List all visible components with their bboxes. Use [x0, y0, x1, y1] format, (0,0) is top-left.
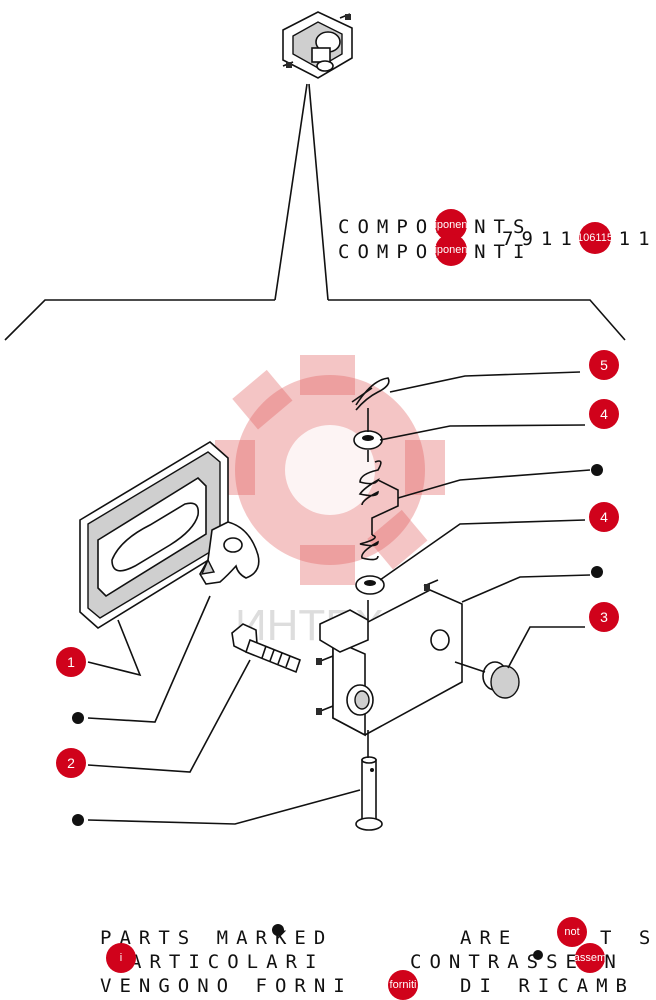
- callout-dot-spring: [591, 464, 603, 476]
- callout-5-label: 5: [600, 357, 608, 373]
- callout-2-badge: [56, 748, 86, 778]
- footer-overlay-not-text: not: [564, 926, 579, 938]
- callout-1-badge: [56, 647, 86, 677]
- overlay-badge-en: [435, 209, 467, 241]
- overlay-badge-part-text: 106115: [577, 232, 613, 244]
- header-text: COMPONENTS COMPONENTI 7911061115 iponen …: [338, 209, 656, 266]
- part-number: 7911061115: [502, 228, 656, 250]
- footer-overlay-i: [106, 943, 136, 973]
- callout-4b-label: 4: [600, 509, 608, 525]
- part-gasket-frame: [79, 441, 229, 629]
- explode-connector-lines: [4, 83, 626, 341]
- footer-overlay-assem-text: assem: [574, 952, 606, 964]
- components-en-label: COMPONENTS: [338, 216, 532, 238]
- footer-line2-left: ARTICOLARI: [130, 951, 324, 973]
- callout-4b-badge: [589, 502, 619, 532]
- top-assembly-thumbnail: [282, 11, 353, 79]
- callout-dot-pin: [72, 814, 84, 826]
- footer-overlay-forniti: [388, 970, 418, 1000]
- overlay-badge-it-text: iponen: [434, 244, 467, 256]
- footer-overlay-forniti-text: forniti: [390, 979, 417, 991]
- footer-line1-end: T S: [600, 927, 656, 949]
- footer-line2-right: CONTRASSEGN: [410, 951, 624, 973]
- callout-4a-badge: [589, 399, 619, 429]
- part-washer-lower: [355, 575, 385, 595]
- footer-overlay-i-text: i: [120, 952, 122, 964]
- callout-dot-hook: [72, 712, 84, 724]
- watermark-gear-logo: ИНТЕХ: [215, 355, 445, 650]
- footer-line3-left: VENGONO FORNI: [100, 975, 353, 997]
- part-knob: [454, 661, 520, 699]
- footer-dot-marker-2: [533, 950, 543, 960]
- callout-2-label: 2: [67, 755, 75, 771]
- leader-lines: [87, 371, 591, 825]
- part-cotter-pin: [351, 377, 390, 411]
- components-it-label: COMPONENTI: [338, 241, 532, 263]
- footer-notes: PARTS MARKED ARE T S ARTICOLARI CONTRASS…: [100, 917, 656, 1000]
- footer-line3-right: DI RICAMB: [460, 975, 635, 997]
- part-bolt: [231, 623, 301, 674]
- footer-line1-left: PARTS MARKED: [100, 927, 333, 949]
- part-hinge-pin: [355, 730, 383, 831]
- callout-dot-bracket: [591, 566, 603, 578]
- callout-3-badge: [589, 602, 619, 632]
- callout-3-label: 3: [600, 609, 608, 625]
- callout-badges: 5 4 4 3 1 2: [56, 350, 619, 826]
- footer-overlay-assem: [575, 943, 605, 973]
- callout-1-label: 1: [67, 654, 75, 670]
- overlay-badge-en-text: iponen: [434, 219, 467, 231]
- part-latch-hook: [199, 521, 260, 585]
- footer-line1-right: ARE: [460, 927, 518, 949]
- part-washer-upper: [353, 430, 383, 450]
- callout-4a-label: 4: [600, 406, 608, 422]
- footer-overlay-not: [557, 917, 587, 947]
- overlay-badge-part: [579, 222, 611, 254]
- part-main-bracket: [316, 579, 463, 737]
- callout-5-badge: [589, 350, 619, 380]
- overlay-badge-it: [435, 234, 467, 266]
- footer-dot-marker-1: [272, 924, 284, 936]
- part-torsion-spring: [358, 460, 399, 561]
